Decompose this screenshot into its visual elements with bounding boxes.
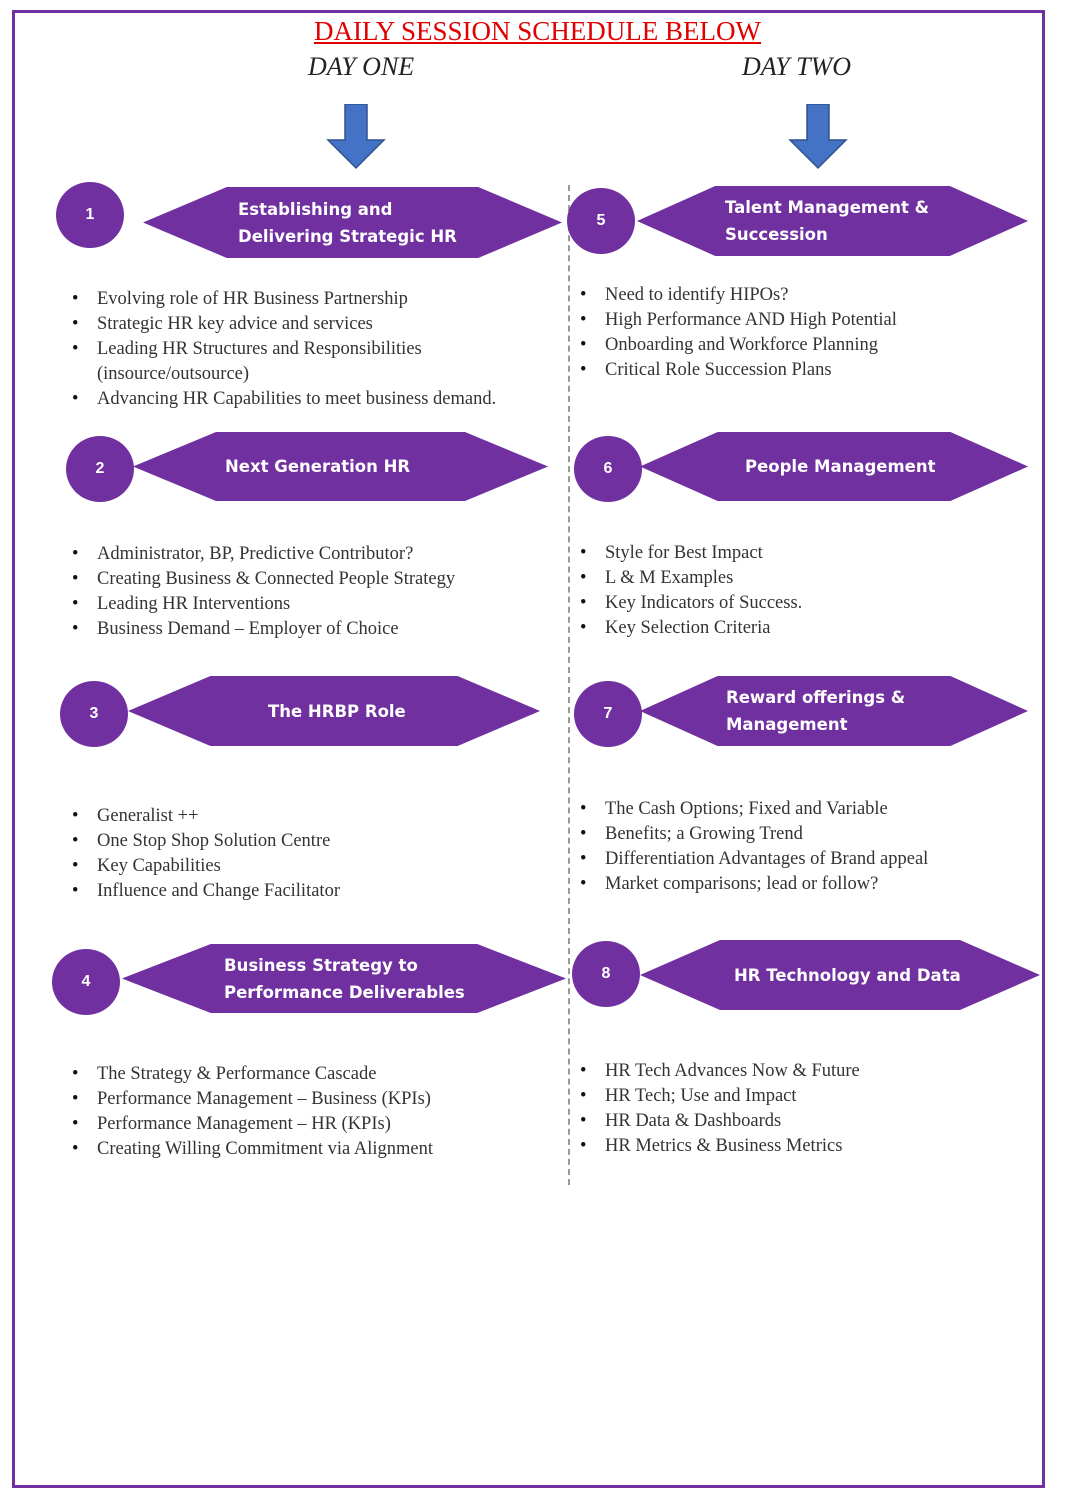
topic-item: Generalist ++ <box>72 804 522 829</box>
topic-item: Differentiation Advantages of Brand appe… <box>580 847 1030 872</box>
session-number-badge: 2 <box>66 436 134 502</box>
topic-item: Creating Business & Connected People Str… <box>72 567 522 592</box>
session-number-badge: 3 <box>60 681 128 747</box>
topic-item: Evolving role of HR Business Partnership <box>72 287 542 312</box>
topic-item: HR Tech Advances Now & Future <box>580 1059 1030 1084</box>
session-topic-list: HR Tech Advances Now & FutureHR Tech; Us… <box>580 1059 1030 1159</box>
column-divider <box>568 185 570 1185</box>
session-title: Reward offerings & Management <box>640 676 1028 746</box>
topic-item: Administrator, BP, Predictive Contributo… <box>72 542 522 567</box>
hexagon-shape <box>640 432 1028 501</box>
topic-item: HR Data & Dashboards <box>580 1109 1030 1134</box>
session-topic-list: Evolving role of HR Business Partnership… <box>72 287 542 412</box>
hexagon-shape <box>640 940 1040 1010</box>
topic-item: Style for Best Impact <box>580 541 1030 566</box>
topic-item: L & M Examples <box>580 566 1030 591</box>
hexagon-shape <box>637 186 1028 256</box>
topic-item: Strategic HR key advice and services <box>72 312 542 337</box>
session-title: Business Strategy to Performance Delivera… <box>122 944 566 1013</box>
session-title-line: Performance Deliverables <box>224 982 465 1002</box>
topic-item: HR Tech; Use and Impact <box>580 1084 1030 1109</box>
session-title: HR Technology and Data <box>640 940 1040 1010</box>
topic-item: Leading HR Interventions <box>72 592 522 617</box>
session-title-line: Talent Management & <box>725 198 930 217</box>
session-title: Next Generation HR <box>133 432 548 501</box>
session-title-line: Next Generation HR <box>225 457 411 476</box>
topic-item: Performance Management – Business (KPIs) <box>72 1087 522 1112</box>
hexagon-shape <box>640 676 1028 746</box>
session-number-badge: 8 <box>572 941 640 1007</box>
topic-item: Need to identify HIPOs? <box>580 283 1030 308</box>
session-topic-list: The Strategy & Performance CascadePerfor… <box>72 1062 522 1162</box>
schedule-title: DAILY SESSION SCHEDULE BELOW <box>313 16 762 46</box>
session-title-line: People Management <box>745 457 936 476</box>
session-topic-list: The Cash Options; Fixed and VariableBene… <box>580 797 1030 897</box>
hexagon-shape <box>122 944 566 1013</box>
topic-item: Leading HR Structures and Responsibiliti… <box>72 337 542 387</box>
session-title-line: Succession <box>725 225 828 244</box>
session-title: The HRBP Role <box>128 676 540 746</box>
topic-item: Benefits; a Growing Trend <box>580 822 1030 847</box>
topic-item: The Cash Options; Fixed and Variable <box>580 797 1030 822</box>
session-title-banner: Business Strategy to Performance Delivera… <box>122 944 566 1013</box>
topic-item: Influence and Change Facilitator <box>72 879 522 904</box>
session-title-line: Management <box>726 715 848 734</box>
day-one-heading: DAY ONE <box>308 52 415 81</box>
session-number-badge: 6 <box>574 436 642 502</box>
session-number-badge: 4 <box>52 949 120 1015</box>
session-topic-list: Administrator, BP, Predictive Contributo… <box>72 542 522 642</box>
session-number-badge: 1 <box>56 182 124 248</box>
topic-item: Performance Management – HR (KPIs) <box>72 1112 522 1137</box>
session-title-banner: Talent Management & Succession <box>637 186 1028 256</box>
hexagon-shape <box>143 187 562 258</box>
page-border <box>12 10 1045 1488</box>
topic-item: High Performance AND High Potential <box>580 308 1030 333</box>
session-number-badge: 5 <box>567 188 635 254</box>
session-title: People Management <box>640 432 1028 501</box>
topic-item: Business Demand – Employer of Choice <box>72 617 522 642</box>
topic-item: One Stop Shop Solution Centre <box>72 829 522 854</box>
session-title-banner: People Management <box>640 432 1028 501</box>
session-title-line: Establishing and <box>238 199 393 219</box>
session-number-badge: 7 <box>574 681 642 747</box>
topic-item: Onboarding and Workforce Planning <box>580 333 1030 358</box>
session-title-line: HR Technology and Data <box>734 965 961 985</box>
topic-item: Creating Willing Commitment via Alignmen… <box>72 1137 522 1162</box>
down-arrow-icon <box>326 104 386 170</box>
session-title-banner: The HRBP Role <box>128 676 540 746</box>
session-title-banner: Next Generation HR <box>133 432 548 501</box>
topic-item: Key Indicators of Success. <box>580 591 1030 616</box>
topic-item: Key Capabilities <box>72 854 522 879</box>
session-title-line: Reward offerings & <box>726 688 906 707</box>
hexagon-shape <box>133 432 548 501</box>
topic-item: Critical Role Succession Plans <box>580 358 1030 383</box>
session-title: Talent Management & Succession <box>637 186 1028 256</box>
down-arrow-icon <box>788 104 848 170</box>
session-topic-list: Style for Best ImpactL & M ExamplesKey I… <box>580 541 1030 641</box>
topic-item: HR Metrics & Business Metrics <box>580 1134 1030 1159</box>
session-title-banner: Reward offerings & Management <box>640 676 1028 746</box>
session-topic-list: Generalist ++One Stop Shop Solution Cent… <box>72 804 522 904</box>
day-two-heading: DAY TWO <box>742 52 852 81</box>
topic-item: Market comparisons; lead or follow? <box>580 872 1030 897</box>
session-title-banner: HR Technology and Data <box>640 940 1040 1010</box>
session-title-line: Delivering Strategic HR <box>238 226 457 246</box>
topic-item: Key Selection Criteria <box>580 616 1030 641</box>
session-topic-list: Need to identify HIPOs?High Performance … <box>580 283 1030 383</box>
topic-item: Advancing HR Capabilities to meet busine… <box>72 387 542 412</box>
session-title-line: The HRBP Role <box>268 701 406 721</box>
hexagon-shape <box>128 676 540 746</box>
topic-item: The Strategy & Performance Cascade <box>72 1062 522 1087</box>
session-title-line: Business Strategy to <box>224 955 418 975</box>
